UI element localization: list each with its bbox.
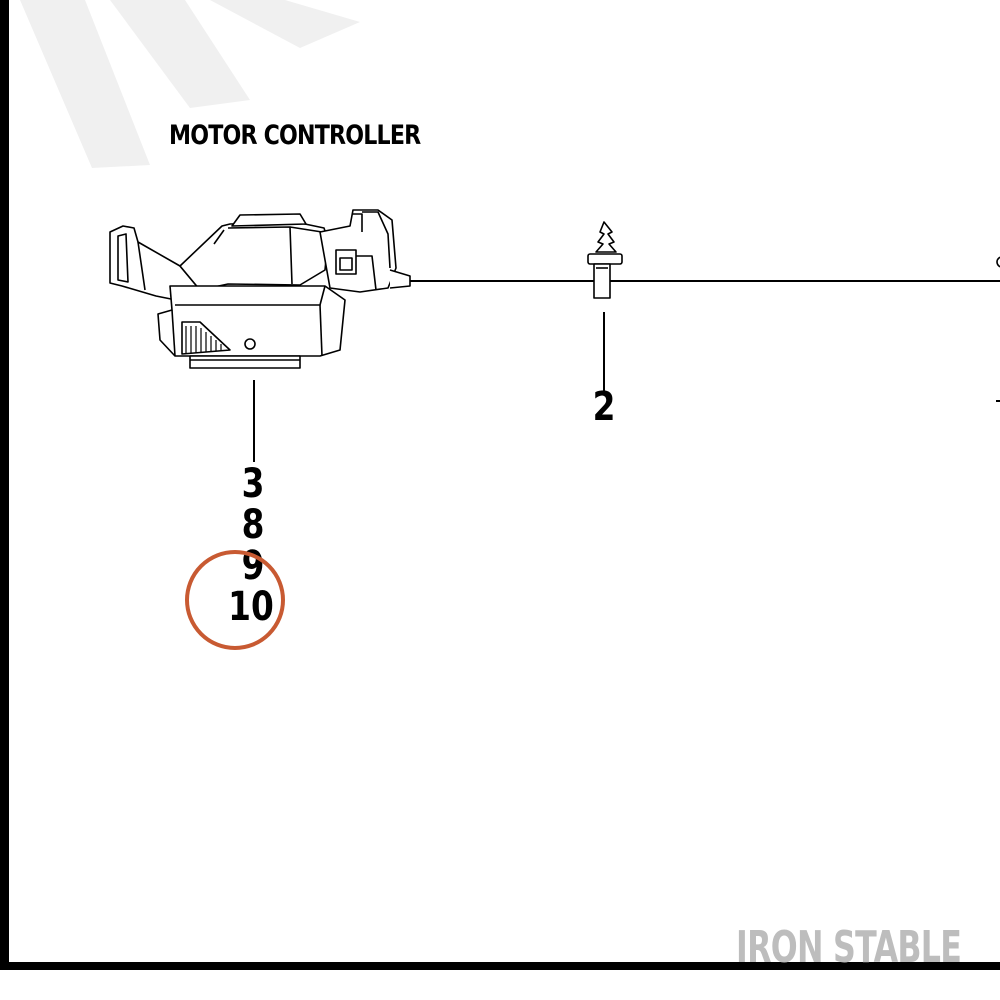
callout-part-2: 2 — [592, 384, 616, 430]
frame-bottom-border — [0, 962, 1000, 970]
highlight-circle-part-10 — [185, 550, 285, 650]
push-pin-clip-part — [587, 221, 623, 299]
diagram-title: MOTOR CONTROLLER — [169, 120, 421, 151]
cut-off-part-marker — [996, 256, 1000, 268]
callout-part-8: 8 — [241, 502, 265, 548]
motor-controller-part — [109, 209, 411, 369]
decorative-stripes — [20, 0, 360, 168]
callout-part-3: 3 — [241, 461, 265, 507]
watermark-logo-text: IRON STABLE — [736, 922, 962, 973]
frame-left-border — [0, 0, 9, 970]
